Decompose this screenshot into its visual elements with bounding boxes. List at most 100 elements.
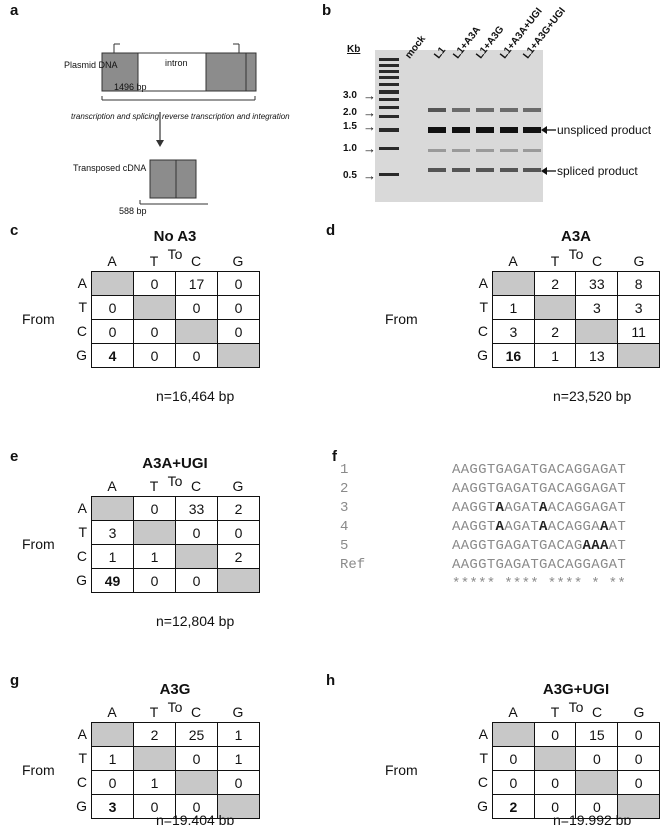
- base: T: [486, 500, 496, 516]
- ladder-arrow-icon: →: [363, 88, 376, 103]
- base: T: [617, 500, 627, 516]
- matrix-cell: 0: [91, 770, 134, 795]
- matrix-cell: 0: [575, 746, 619, 771]
- base: A: [504, 462, 513, 478]
- ladder-arrow-icon: →: [363, 105, 376, 120]
- base: T: [486, 557, 496, 573]
- base: T: [530, 519, 540, 535]
- matrix-cell: 0: [91, 295, 134, 320]
- matrix-cell: 0: [533, 722, 577, 747]
- matrix-cell: 1: [533, 343, 577, 368]
- diagonal-cell: [175, 770, 218, 795]
- sample-size: n=12,804 bp: [156, 613, 235, 629]
- base: A: [565, 481, 574, 497]
- diagonal-cell: [133, 746, 176, 771]
- base: A: [591, 500, 600, 516]
- sequence: AAGGTAAGATAACAGGAAAT: [452, 519, 626, 535]
- base: A: [452, 557, 461, 573]
- base: T: [486, 538, 496, 554]
- panel-f-letter: f: [332, 448, 337, 465]
- matrix-cell: 11: [617, 319, 660, 344]
- diagonal-cell: [533, 295, 577, 320]
- column-header: G: [232, 704, 244, 720]
- base: A: [608, 500, 618, 516]
- column-header: T: [550, 253, 560, 269]
- row-header: G: [477, 347, 488, 363]
- sample-size: n=19,992 bp: [553, 812, 632, 825]
- column-header: A: [508, 704, 518, 720]
- ladder-mark: 1.5: [343, 121, 357, 132]
- base: A: [547, 557, 557, 573]
- base: A: [547, 500, 557, 516]
- from-label: From: [385, 762, 418, 778]
- sequence-label: Ref: [340, 557, 366, 573]
- matrix-cell: 2: [217, 496, 260, 521]
- base: G: [599, 500, 609, 516]
- matrix-cell: 1: [217, 722, 260, 747]
- matrix-cell: 0: [133, 271, 176, 296]
- construct-diagram: [101, 43, 257, 205]
- base: T: [617, 462, 627, 478]
- base: A: [460, 557, 470, 573]
- base: G: [539, 481, 548, 497]
- base: A: [565, 538, 574, 554]
- matrix-cell: 3: [91, 794, 134, 819]
- base: G: [573, 481, 583, 497]
- intron-label: intron: [165, 58, 188, 68]
- row-header: T: [78, 750, 87, 766]
- base: G: [599, 481, 609, 497]
- base: T: [617, 481, 627, 497]
- base: T: [617, 557, 627, 573]
- row-header: A: [77, 726, 87, 742]
- from-label: From: [385, 311, 418, 327]
- mutated-base: A: [599, 519, 609, 535]
- from-label: From: [22, 536, 55, 552]
- sample-size: n=19,404 bp: [156, 812, 235, 825]
- sequence: AAGGTAAGATAACAGGAGAT: [452, 500, 626, 516]
- diagonal-cell: [175, 544, 218, 569]
- to-label: To: [167, 473, 183, 489]
- matrix-cell: 2: [533, 271, 577, 296]
- sequence-label: 1: [340, 462, 349, 478]
- base: T: [530, 538, 540, 554]
- diagonal-cell: [133, 295, 176, 320]
- base: G: [478, 519, 487, 535]
- base: G: [495, 557, 505, 573]
- matrix-title: A3G+UGI: [542, 681, 610, 698]
- base: A: [521, 557, 531, 573]
- kb-label: Kb: [347, 44, 361, 55]
- base: A: [521, 519, 531, 535]
- diagonal-cell: [91, 722, 134, 747]
- base: G: [512, 462, 522, 478]
- diagonal-cell: [217, 794, 260, 819]
- matrix-title: No A3: [153, 228, 197, 245]
- base: A: [591, 557, 600, 573]
- diagonal-cell: [575, 319, 619, 344]
- ladder-arrow-icon: →: [363, 168, 376, 183]
- base: G: [469, 538, 479, 554]
- matrix-cell: 0: [217, 520, 260, 545]
- column-header: G: [633, 704, 645, 720]
- diagonal-cell: [533, 746, 577, 771]
- row-header: A: [478, 726, 488, 742]
- base: G: [469, 462, 479, 478]
- base: G: [478, 481, 487, 497]
- base: G: [478, 557, 487, 573]
- row-header: G: [477, 798, 488, 814]
- consensus-line: ***** **** **** * **: [452, 576, 627, 592]
- column-header: G: [232, 253, 244, 269]
- sequence-label: 2: [340, 481, 349, 497]
- arrow-right-label: reverse transcription and integration: [162, 112, 290, 121]
- matrix-cell: 0: [133, 496, 176, 521]
- matrix-cell: 16: [492, 343, 535, 368]
